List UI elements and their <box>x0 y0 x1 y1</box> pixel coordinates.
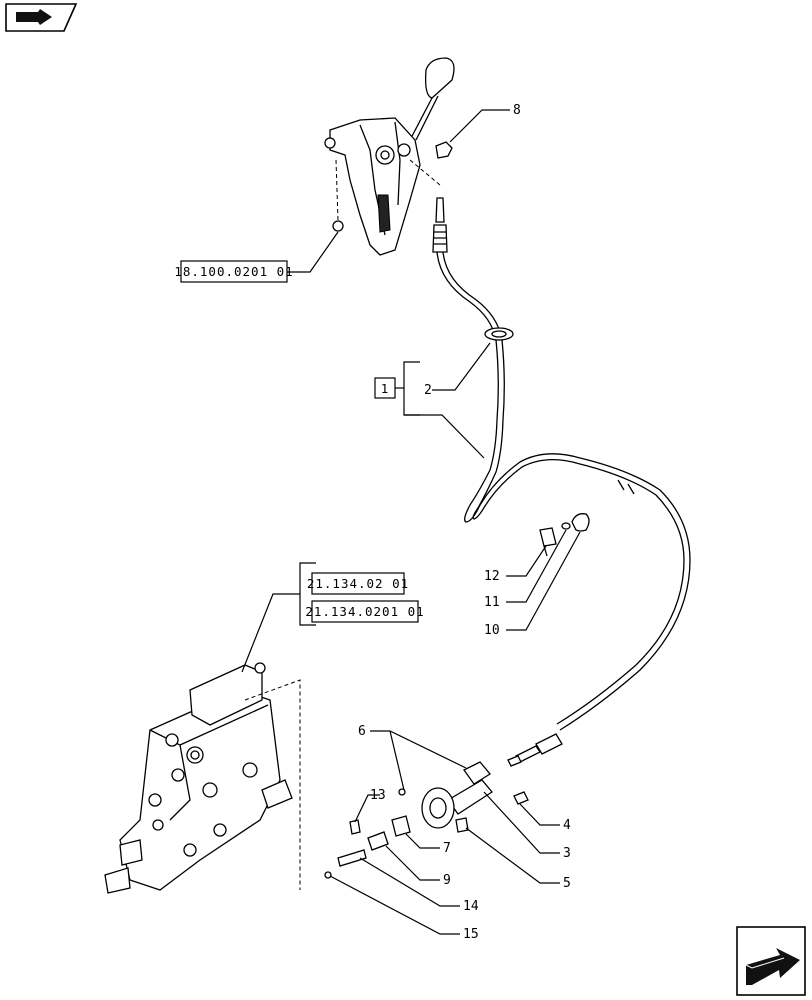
reference-box-valve-2-text: 21.134.0201 01 <box>305 604 424 619</box>
reference-box-lever-text: 18.100.0201 01 <box>174 264 293 279</box>
reference-box-valve-1[interactable]: 21.134.02 01 <box>307 572 409 595</box>
reference-box-kit[interactable]: 1 <box>374 377 396 399</box>
callout-10: 10 <box>484 623 500 638</box>
callout-9: 9 <box>443 873 451 888</box>
callout-8: 8 <box>513 103 521 118</box>
reference-box-valve-2[interactable]: 21.134.0201 01 <box>305 600 424 623</box>
cable-end <box>432 197 448 253</box>
control-cable <box>436 251 691 731</box>
callout-12: 12 <box>484 569 500 584</box>
callout-14: 14 <box>463 899 479 914</box>
next-page-arrow-icon[interactable] <box>736 926 806 996</box>
cable-actuator-end <box>507 733 563 767</box>
reference-box-valve-1-text: 21.134.02 01 <box>307 576 409 591</box>
clip-parts <box>539 513 590 557</box>
callout-7: 7 <box>443 841 451 856</box>
callout-3: 3 <box>563 846 571 861</box>
book-arrow-icon[interactable] <box>5 3 78 32</box>
valve-block <box>104 662 301 894</box>
leader-lines <box>241 109 581 935</box>
control-lever-assembly <box>324 57 455 256</box>
callout-6: 6 <box>358 724 366 739</box>
callout-4: 4 <box>563 818 571 833</box>
reference-box-lever[interactable]: 18.100.0201 01 <box>174 260 293 283</box>
callout-labels: 8 2 12 11 10 6 13 4 7 3 9 5 14 15 <box>358 103 571 942</box>
reference-box-kit-text: 1 <box>381 381 390 396</box>
callout-13: 13 <box>370 788 386 803</box>
callout-5: 5 <box>563 876 571 891</box>
actuator-assembly <box>324 761 529 879</box>
callout-2: 2 <box>424 383 432 398</box>
callout-11: 11 <box>484 595 500 610</box>
callout-15: 15 <box>463 927 479 942</box>
